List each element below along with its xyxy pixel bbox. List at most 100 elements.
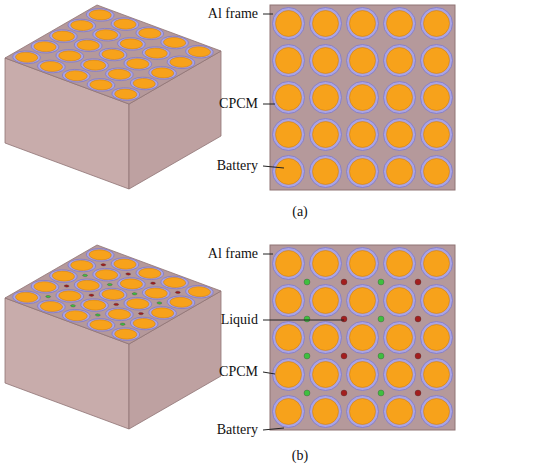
cpcm-ring [273, 82, 305, 114]
battery-cell [313, 288, 339, 314]
battery-cell [116, 37, 147, 51]
cpcm-ring [384, 156, 416, 188]
battery-cell [387, 325, 413, 351]
battery-cell [79, 298, 110, 312]
battery-cell [11, 50, 42, 64]
battery-cell [276, 159, 302, 185]
battery-cell [350, 48, 376, 74]
battery-cell [276, 85, 302, 111]
liquid-channel [341, 390, 347, 396]
battery-cell [73, 278, 104, 292]
liquid-channel [100, 263, 107, 266]
liquid-channel [378, 353, 384, 359]
battery-cell [104, 307, 135, 321]
liquid-channel [150, 282, 157, 285]
battery-cell [29, 40, 60, 54]
battery-cell [424, 48, 450, 74]
battery-cell [313, 85, 339, 111]
battery-cell [141, 286, 172, 300]
cpcm-ring [347, 359, 379, 391]
battery-cell [165, 295, 196, 309]
battery-cell [97, 287, 128, 301]
battery-cell [424, 399, 450, 425]
battery-cell [109, 257, 140, 271]
battery-cell [29, 280, 60, 294]
liquid-channel [415, 353, 421, 359]
battery-cell [350, 85, 376, 111]
battery-cell [350, 288, 376, 314]
battery-cell [184, 45, 215, 59]
al-frame [270, 5, 455, 190]
cpcm-ring [273, 45, 305, 77]
part-label: Al frame [208, 246, 258, 262]
cpcm-ring [421, 322, 453, 354]
battery-cell [276, 11, 302, 37]
cpcm-ring [310, 396, 342, 428]
cpcm-ring [384, 359, 416, 391]
battery-cell [36, 299, 67, 313]
cpcm-ring [310, 285, 342, 317]
battery-cell [147, 66, 178, 80]
cpcm-ring [384, 322, 416, 354]
battery-cell [159, 35, 190, 49]
liquid-channel [156, 301, 163, 304]
cpcm-ring [421, 119, 453, 151]
battery-cell [276, 399, 302, 425]
cpcm-ring [310, 248, 342, 280]
battery-cell [109, 17, 140, 31]
module-3d [5, 5, 221, 189]
battery-cell [165, 55, 196, 69]
battery-cell [387, 399, 413, 425]
battery-cell [350, 362, 376, 388]
module-3d [5, 245, 221, 429]
battery-cell [424, 325, 450, 351]
cpcm-ring [273, 119, 305, 151]
cpcm-ring [384, 82, 416, 114]
battery-cell [134, 266, 165, 280]
liquid-channel [341, 279, 347, 285]
battery-cell [424, 11, 450, 37]
cpcm-ring [180, 43, 219, 61]
battery-cell [424, 122, 450, 148]
top-face [5, 5, 221, 104]
cpcm-ring [310, 322, 342, 354]
cpcm-ring [273, 248, 305, 280]
battery-cell [313, 11, 339, 37]
battery-cell [313, 48, 339, 74]
cpcm-ring [384, 248, 416, 280]
cpcm-ring [273, 8, 305, 40]
cpcm-ring [273, 359, 305, 391]
battery-cell [387, 122, 413, 148]
battery-cell [122, 57, 153, 71]
cpcm-ring [347, 248, 379, 280]
liquid-channel [378, 390, 384, 396]
battery-cell [85, 318, 116, 332]
cpcm-ring [421, 156, 453, 188]
cpcm-ring [347, 8, 379, 40]
battery-cell [313, 362, 339, 388]
battery-cell [36, 59, 67, 73]
cpcm-ring [310, 8, 342, 40]
battery-cell [122, 297, 153, 311]
battery-cell [276, 48, 302, 74]
liquid-channel [45, 295, 52, 298]
liquid-channel [341, 353, 347, 359]
battery-cell [276, 251, 302, 277]
liquid-channel [304, 353, 310, 359]
battery-cell [313, 122, 339, 148]
battery-cell [276, 122, 302, 148]
battery-cell [141, 46, 172, 60]
leader-line [263, 372, 275, 374]
cpcm-ring [347, 119, 379, 151]
battery-cell [387, 85, 413, 111]
cpcm-ring [421, 248, 453, 280]
battery-cell [54, 289, 85, 303]
liquid-channel [304, 279, 310, 285]
cpcm-ring [273, 285, 305, 317]
liquid-channel [119, 323, 126, 326]
battery-cell [85, 8, 116, 22]
battery-cell [129, 76, 160, 90]
liquid-channel [113, 303, 120, 306]
